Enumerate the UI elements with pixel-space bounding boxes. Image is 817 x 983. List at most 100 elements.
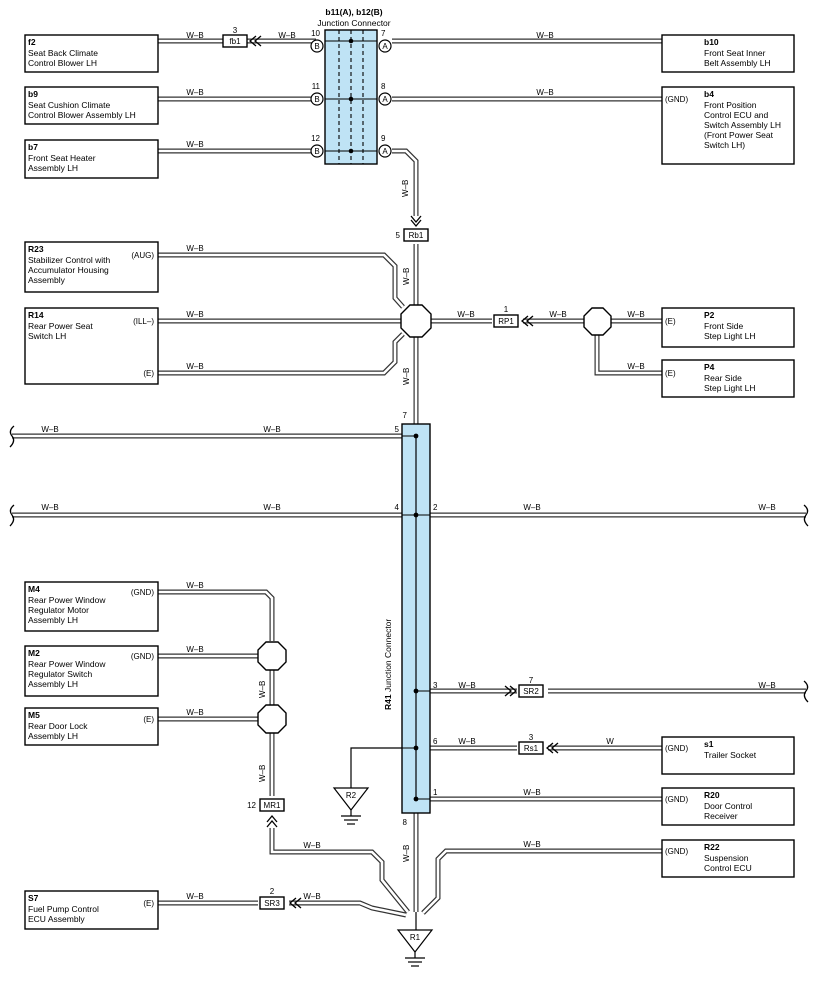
connector-rb1: Rb1 5 [396, 215, 429, 242]
component-desc: Belt Assembly LH [704, 58, 771, 68]
component-code: S7 [28, 893, 39, 903]
svg-text:A: A [382, 42, 388, 51]
connector-sr2: SR2 7 [504, 676, 544, 698]
component-b7 [24, 139, 159, 179]
wire-label: W–B [549, 310, 566, 319]
pin-b-11: B 11 [310, 82, 324, 106]
component-desc: Control ECU and [704, 110, 769, 120]
ground-r2: R2 [332, 787, 370, 825]
svg-text:12: 12 [311, 134, 320, 143]
component-desc: Assembly LH [28, 615, 78, 625]
component-code: P4 [704, 362, 715, 372]
pin-number: 6 [433, 737, 438, 746]
svg-text:B: B [314, 147, 319, 156]
terminal-label: (E) [665, 369, 676, 378]
component-p2 [661, 307, 795, 348]
wire-label: W–B [186, 140, 203, 149]
wire-label: W–B [303, 892, 320, 901]
svg-text:A: A [382, 95, 388, 104]
component-desc: Door Control [704, 801, 752, 811]
component-desc: Accumulator Housing [28, 265, 109, 275]
component-r22 [661, 839, 795, 878]
wire-label: W–B [457, 310, 474, 319]
svg-text:11: 11 [312, 82, 321, 91]
pin-a-8: A 8 [378, 82, 392, 106]
wire-label: W–B [263, 425, 280, 434]
svg-text:5: 5 [396, 231, 401, 240]
component-code: M4 [28, 584, 40, 594]
junction-connector-b11-b12: b11(A), b12(B) Junction Connector B 10 A… [310, 7, 392, 165]
component-code: P2 [704, 310, 715, 320]
wire-label: W–B [186, 88, 203, 97]
component-code: R23 [28, 244, 44, 254]
component-desc: Front Side [704, 321, 743, 331]
component-s7 [24, 890, 159, 930]
wire-label: W–B [263, 503, 280, 512]
svg-text:Rb1: Rb1 [409, 231, 424, 240]
component-code: f2 [28, 37, 36, 47]
wire-label: W–B [186, 892, 203, 901]
wire-label: W–B [186, 645, 203, 654]
component-desc: Rear Power Window [28, 595, 106, 605]
wire-label: W–B [186, 362, 203, 371]
connector-fb1: fb1 3 [222, 26, 262, 48]
component-desc: Stabilizer Control with [28, 255, 110, 265]
component-r20 [661, 787, 795, 826]
pin-number: 5 [395, 425, 400, 434]
terminal-label: (E) [665, 317, 676, 326]
svg-text:SR2: SR2 [523, 687, 539, 696]
wire-color-labels: W–B W–B W–B W–B W–B W–B W–B W–B W–B W–B … [41, 31, 775, 901]
pin-a-7: A 7 [378, 29, 392, 53]
wire-label: W–B [758, 503, 775, 512]
wire-label-w: W [606, 737, 614, 746]
wire-label: W–B [303, 841, 320, 850]
svg-text:B: B [314, 42, 319, 51]
component-desc: Assembly LH [28, 731, 78, 741]
svg-text:fb1: fb1 [229, 37, 241, 46]
component-desc: Front Position [704, 100, 757, 110]
splice-center [400, 304, 432, 338]
wire-label: W–B [536, 88, 553, 97]
svg-text:B: B [314, 95, 319, 104]
svg-text:R1: R1 [410, 933, 421, 942]
component-desc: Switch LH [28, 331, 66, 341]
svg-text:RP1: RP1 [498, 317, 514, 326]
svg-text:MR1: MR1 [264, 801, 281, 810]
terminal-label: (AUG) [131, 251, 154, 260]
pin-number: 2 [433, 503, 438, 512]
component-desc: Rear Side [704, 373, 742, 383]
component-code: R20 [704, 790, 720, 800]
component-code: b9 [28, 89, 38, 99]
wire-label: W–B [278, 31, 295, 40]
wire-label: W–B [458, 737, 475, 746]
component-desc: ECU Assembly [28, 914, 85, 924]
inline-connectors: fb1 3 Rb1 5 RP1 1 SR2 7 Rs1 3 [222, 26, 559, 910]
connector-sr3: SR3 2 [259, 887, 302, 910]
component-code: M5 [28, 710, 40, 720]
component-desc: Step Light LH [704, 331, 756, 341]
component-desc: Assembly LH [28, 679, 78, 689]
component-desc: Assembly LH [28, 163, 78, 173]
terminal-label: (GND) [131, 652, 154, 661]
svg-text:3: 3 [233, 26, 238, 35]
terminal-label: (GND) [665, 95, 688, 104]
svg-text:7: 7 [381, 29, 386, 38]
wire-label: W–B [758, 681, 775, 690]
wire-label: W–B [258, 681, 267, 698]
svg-text:7: 7 [529, 676, 534, 685]
component-code: M2 [28, 648, 40, 658]
junction-title: b11(A), b12(B) [325, 7, 382, 17]
junction-id: R41 [383, 694, 393, 710]
component-desc: Receiver [704, 811, 738, 821]
pin-b-12: B 12 [310, 134, 324, 158]
wire-label: W–B [186, 244, 203, 253]
terminal-label: (GND) [665, 744, 688, 753]
component-s1 [661, 736, 795, 775]
component-desc: Rear Power Seat [28, 321, 93, 331]
terminal-label: (E) [143, 715, 154, 724]
component-desc: Control Blower LH [28, 58, 97, 68]
svg-text:10: 10 [311, 29, 320, 38]
component-desc: Seat Cushion Climate [28, 100, 110, 110]
wire-label: W–B [41, 425, 58, 434]
